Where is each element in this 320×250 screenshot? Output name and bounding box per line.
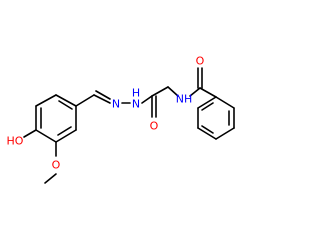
carbonyl-oxygen-label: O [150,120,159,133]
phenol-substituent-bonds [23,129,57,184]
ring-bond [197,96,217,109]
ring-bond [35,94,57,107]
ring-to-methine-bond [75,94,95,107]
phenol-ring [35,94,77,143]
ring-bond [55,129,77,143]
hydrazide-nitrogen-label: N [132,98,140,111]
imine-double-bond [93,94,111,104]
hydroxyl-bond [23,129,37,138]
aromatic-double-bond [201,102,214,111]
methyl-bond [44,173,57,184]
hydroxyl-label: HO [7,135,24,148]
nh-to-carbonyl-bond [141,95,153,104]
aromatic-double-bond [57,126,72,136]
benzoyl-oxygen-label: O [196,55,205,68]
imine-double-bond-inner [95,90,111,100]
ring-bond [197,127,217,140]
methoxy-oxygen-label: O [52,159,61,172]
ring-bond [215,96,235,109]
hydrazide-hydrogen-label: H [132,87,140,100]
linker-chain [75,67,217,118]
ch2-to-nh-bond [167,86,179,97]
aromatic-double-bond [201,125,214,134]
phenyl-ring [197,96,235,140]
benzoyl-to-ring-bond [199,87,217,98]
imine-nitrogen-label: N [112,98,120,111]
ring-bond [215,127,235,140]
nh-to-benzoyl-bond [189,87,201,97]
ring-bond [55,94,77,107]
amide-nitrogen-label: NH [176,93,193,106]
aromatic-double-bond [58,100,73,110]
carbonyl-to-ch2-bond [151,86,169,97]
ring-bond [35,129,57,143]
